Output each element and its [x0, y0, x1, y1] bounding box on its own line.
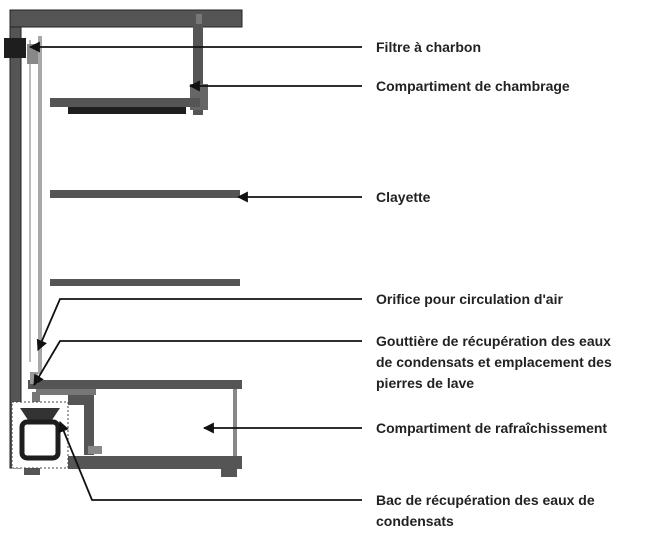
label-chambrage: Compartiment de chambrage	[376, 78, 570, 94]
charcoal-filter	[4, 38, 26, 58]
drain-pipe	[30, 372, 38, 384]
cabinet-base	[68, 456, 242, 469]
shelf-2	[50, 279, 240, 286]
tray-bracket	[88, 446, 102, 454]
filter-bracket	[27, 44, 38, 64]
gutter-plate	[28, 380, 242, 389]
label-gouttiere-line-2: de condensats et emplacement des	[376, 354, 612, 370]
gutter-plate-lip	[36, 389, 96, 395]
label-clayette: Clayette	[376, 189, 431, 205]
chambrage-rod-top	[196, 14, 202, 24]
cabinet-top-panel	[9, 9, 243, 28]
callout-line-bac	[58, 420, 362, 501]
condensate-tray	[19, 419, 61, 461]
label-rafraichissement: Compartiment de rafraîchissement	[376, 420, 607, 436]
callout-labels: Filtre à charbon Compartiment de chambra…	[376, 39, 612, 529]
callout-lines	[28, 41, 362, 501]
callout-line-gouttiere	[33, 340, 362, 386]
label-gouttiere-line-1: Gouttière de récupération des eaux	[376, 333, 611, 349]
chambrage-shelf	[50, 98, 200, 107]
callout-line-orifice	[36, 298, 362, 352]
tray-housing-wall	[68, 395, 94, 405]
cooling-front-post	[233, 389, 237, 459]
label-filtre: Filtre à charbon	[376, 39, 481, 55]
shelf-1	[50, 190, 240, 198]
cabinet-foot-right	[221, 469, 237, 477]
cabinet-foot-left	[24, 467, 40, 475]
drain-neck	[32, 392, 40, 402]
label-bac-line-1: Bac de récupération des eaux de	[376, 492, 595, 508]
label-gouttiere-line-3: pierres de lave	[376, 375, 474, 391]
chambrage-rod	[193, 20, 203, 115]
cabinet-drawing	[4, 9, 243, 477]
label-orifice: Orifice pour circulation d'air	[376, 291, 563, 307]
chambrage-base	[68, 107, 186, 114]
label-bac-line-2: condensats	[376, 513, 454, 529]
cabinet-inner-panel	[38, 36, 42, 374]
cabinet-back-wall	[9, 15, 22, 469]
tray-housing-side	[84, 395, 94, 455]
cabinet-inner-panel-edge	[29, 40, 31, 362]
condensate-tray-funnel	[20, 408, 60, 420]
